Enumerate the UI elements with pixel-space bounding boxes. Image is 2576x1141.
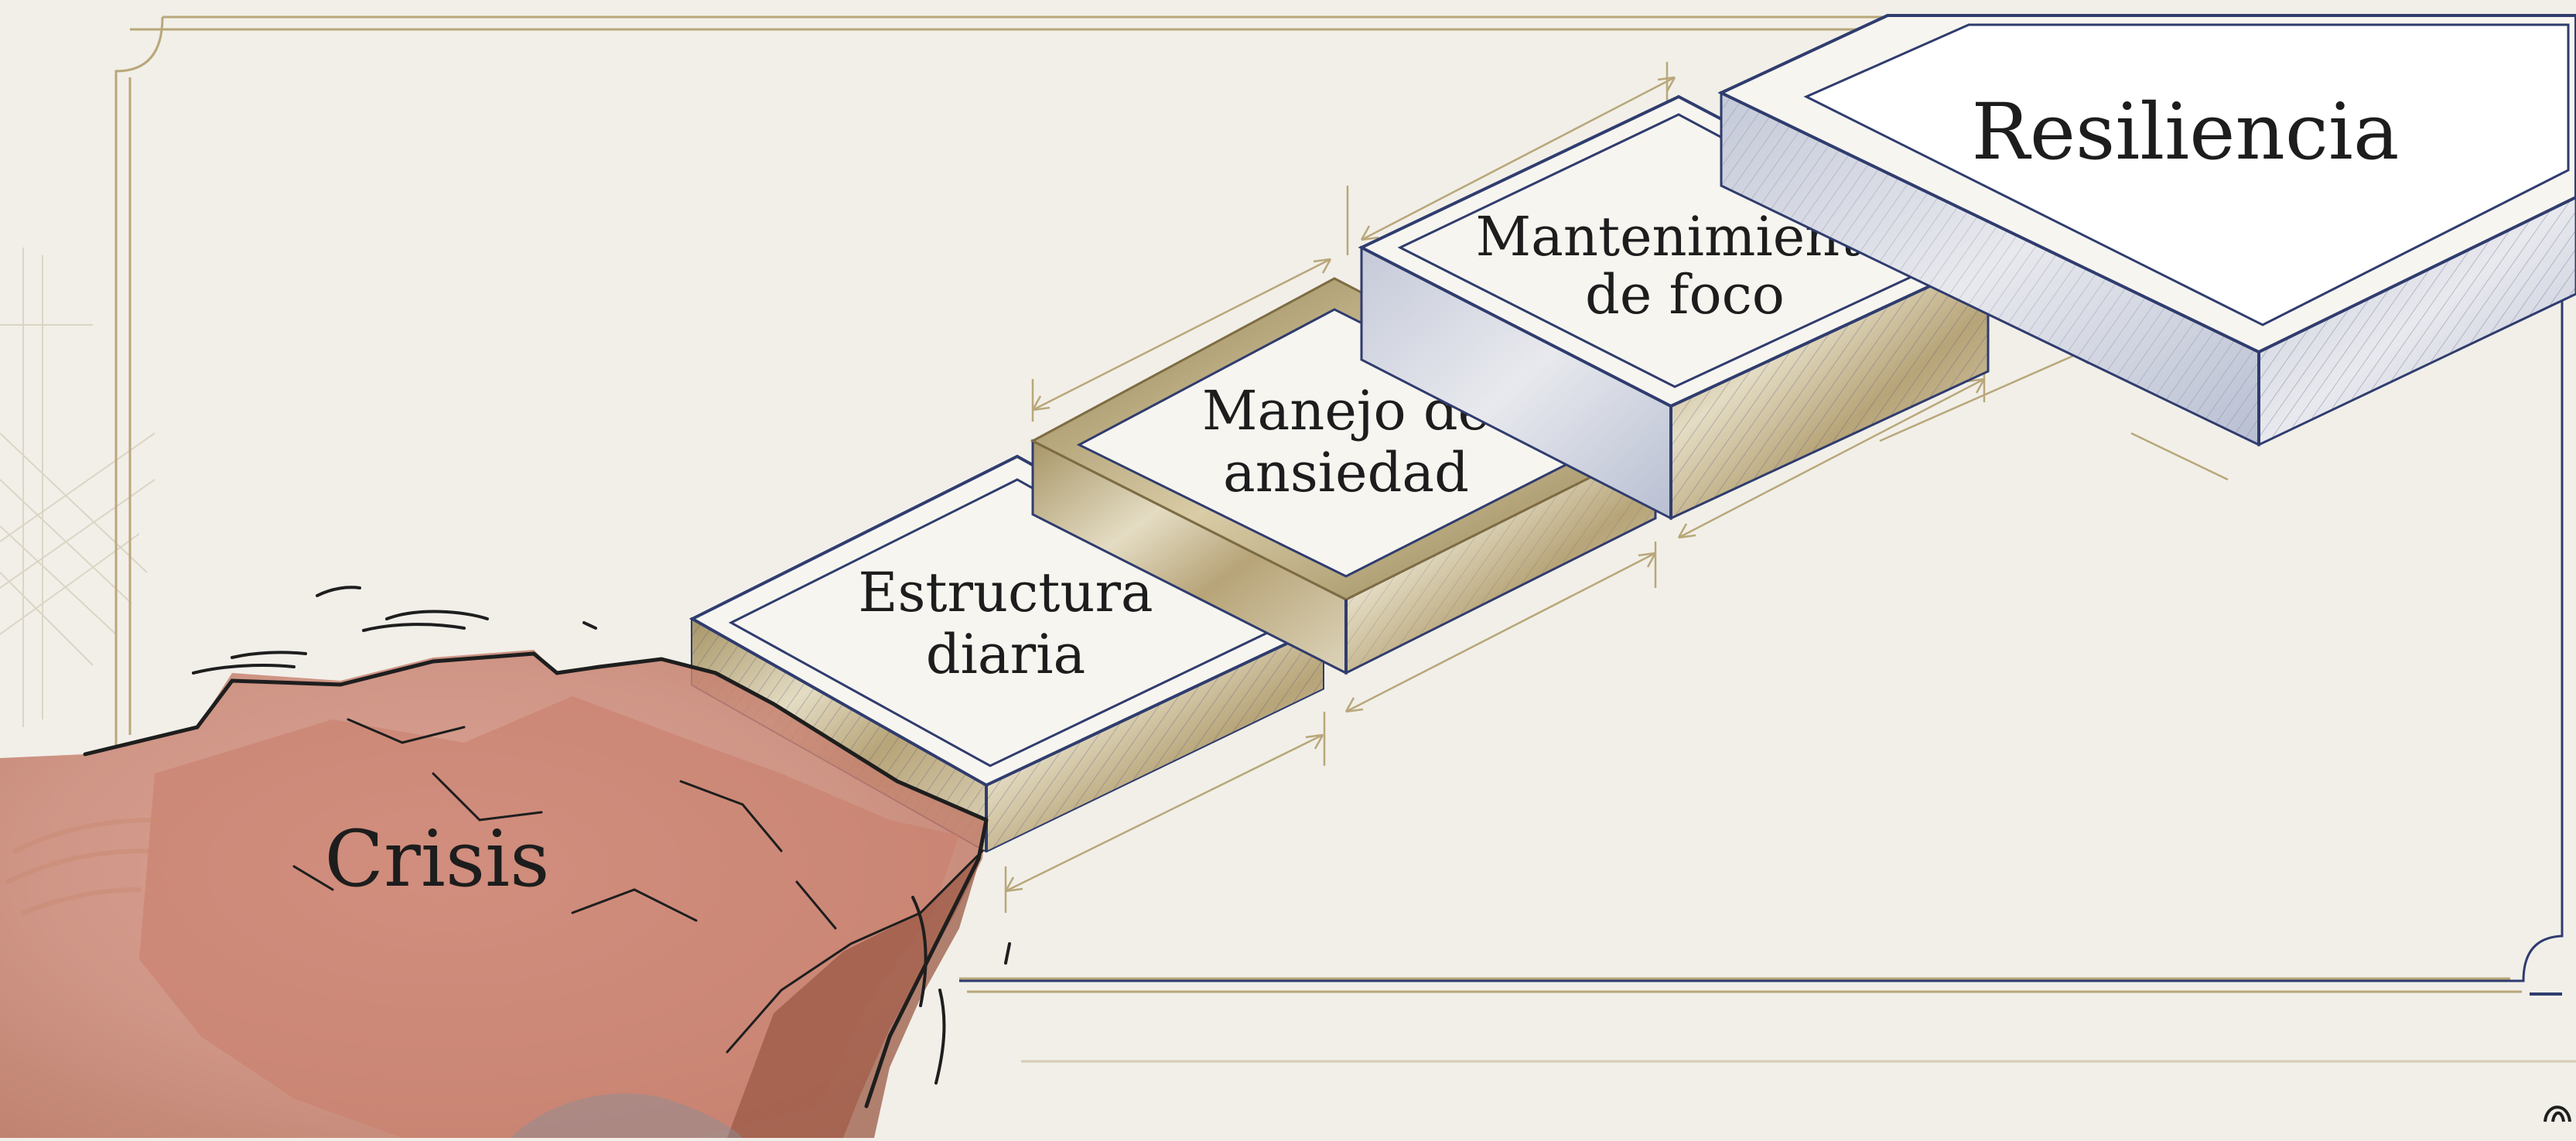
step-resiliencia: Resiliencia: [1717, 14, 2576, 447]
label-mantenimiento-line2: de foco: [1585, 263, 1785, 326]
label-resiliencia: Resiliencia: [1972, 87, 2400, 177]
crisis-rock: Crisis: [0, 586, 1011, 1138]
label-crisis: Crisis: [325, 814, 550, 904]
label-manejo-line2: ansiedad: [1223, 441, 1469, 504]
corner-logo-icon: [2544, 1105, 2571, 1122]
label-estructura-diaria-line1: Estructura: [858, 561, 1153, 624]
step-mantenimiento-de-foco: Mantenimiento de foco: [1358, 94, 1992, 521]
background-grid: [0, 248, 155, 727]
dimension-lines: [1004, 62, 2229, 913]
label-estructura-diaria-line2: diaria: [926, 623, 1086, 686]
